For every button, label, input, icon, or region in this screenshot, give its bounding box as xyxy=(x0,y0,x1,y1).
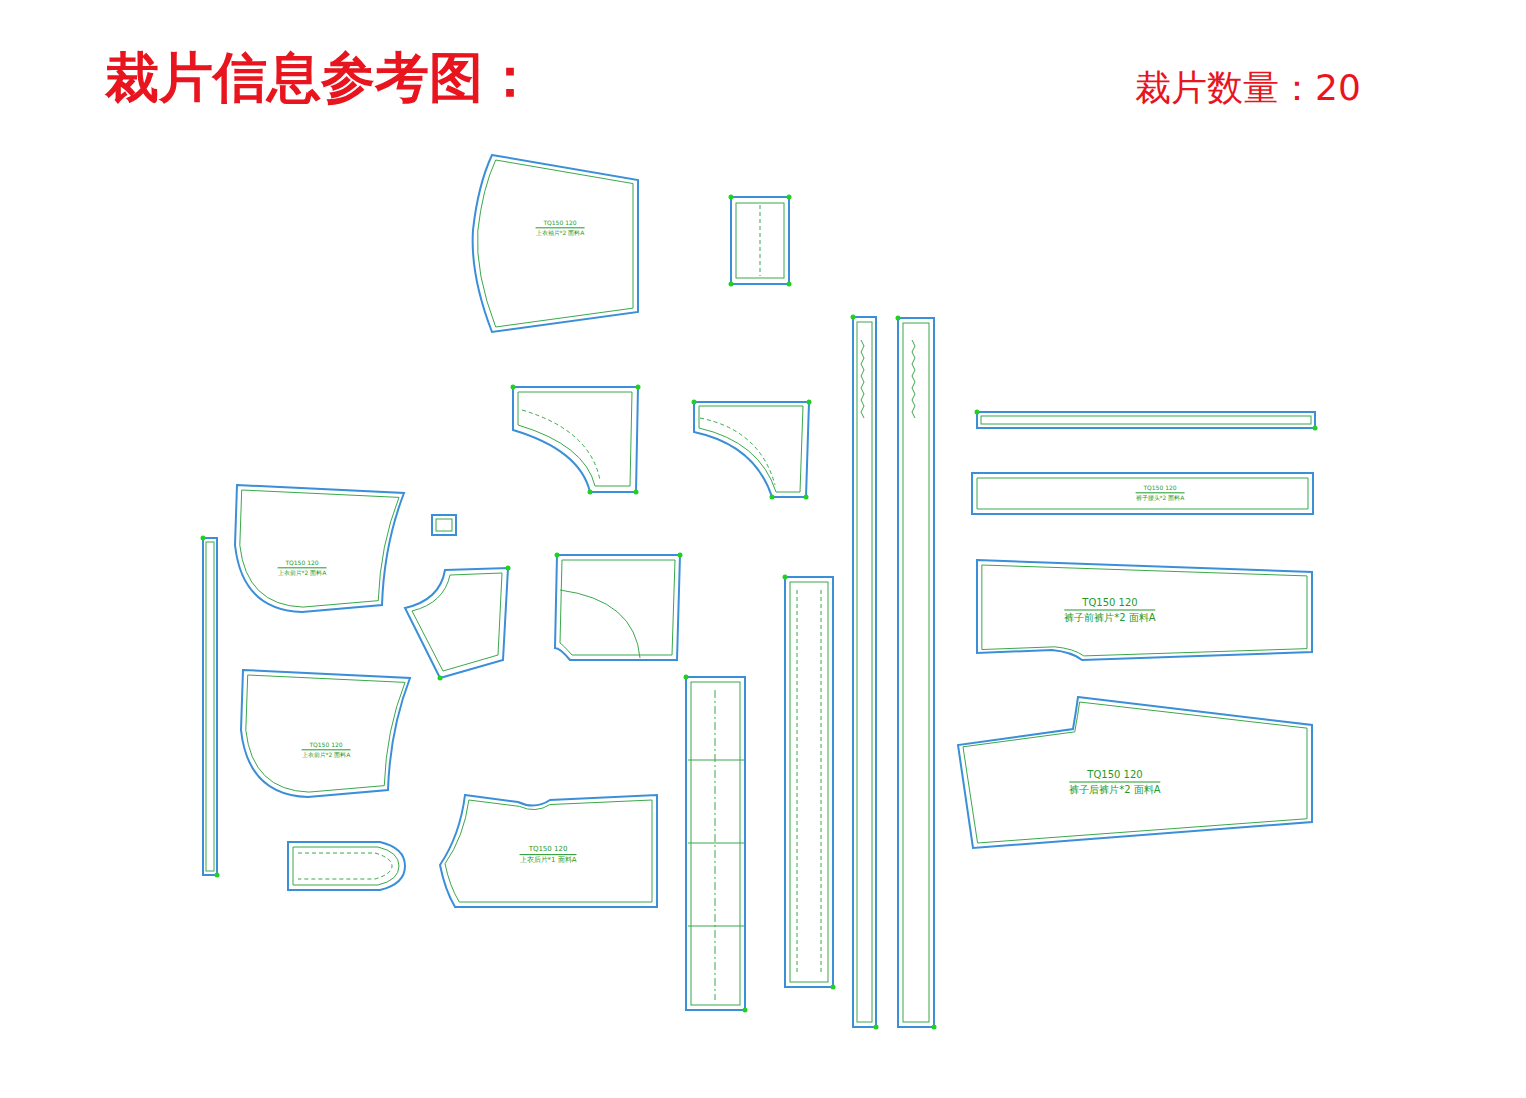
piece-outline xyxy=(238,670,410,798)
pattern-piece xyxy=(432,515,456,535)
pattern-piece: TQ150 120 裤子腰头*2 面料A xyxy=(972,473,1313,514)
pattern-piece xyxy=(977,412,1315,428)
stitch-line xyxy=(560,590,640,658)
piece-count: 裁片数量：20 xyxy=(1135,64,1361,113)
notch-line xyxy=(688,843,744,844)
page-title: 裁片信息参考图： xyxy=(105,42,537,115)
pattern-piece xyxy=(694,402,809,497)
pattern-piece-seam xyxy=(790,582,828,982)
pattern-piece: TQ150 120 上衣袖片*2 面料A xyxy=(470,155,638,332)
pattern-piece xyxy=(686,677,745,1010)
stitch-line xyxy=(700,418,775,485)
pattern-piece-seam xyxy=(903,323,929,1022)
piece-name: 上衣袖片*2 面料A xyxy=(536,230,585,237)
pattern-piece-seam xyxy=(206,542,214,871)
grain-line xyxy=(760,205,761,276)
stitch-line xyxy=(298,853,392,879)
pattern-piece: TQ150 120裤子前裤片*2 面料A xyxy=(972,560,1312,670)
pattern-piece-seam xyxy=(857,322,872,1022)
piece-label: TQ150 120 上衣后片*1 面料A xyxy=(520,845,577,865)
notch-line xyxy=(688,926,744,927)
fabric-code: TQ150 120 xyxy=(1136,484,1185,493)
fabric-code: TQ150 120 xyxy=(302,741,351,750)
piece-name: 上衣前片*2 面料A xyxy=(278,570,327,577)
pattern-piece xyxy=(898,318,934,1027)
pattern-piece xyxy=(203,538,217,875)
zigzag-mark xyxy=(912,340,915,418)
fabric-code: TQ150 120 xyxy=(1069,769,1160,783)
piece-label: TQ150 120 上衣前片*2 面料A xyxy=(302,741,351,758)
piece-name: 裤子前裤片*2 面料A xyxy=(1064,612,1155,624)
pattern-piece-seam xyxy=(699,406,803,492)
pattern-piece-seam xyxy=(560,560,675,655)
pattern-piece xyxy=(853,317,876,1027)
zigzag-mark xyxy=(861,340,864,418)
piece-name: 上衣后片*1 面料A xyxy=(520,857,577,865)
fabric-code: TQ150 120 xyxy=(536,219,585,228)
piece-label: TQ150 120裤子前裤片*2 面料A xyxy=(1064,597,1155,624)
piece-name: 裤子后裤片*2 面料A xyxy=(1069,784,1160,796)
stitch-line xyxy=(821,590,822,975)
piece-outline xyxy=(232,485,404,613)
fold-line xyxy=(715,690,716,1000)
pattern-piece xyxy=(555,555,680,660)
pattern-piece xyxy=(288,842,405,890)
stitch-line xyxy=(522,410,600,480)
fabric-code: TQ150 120 xyxy=(278,559,327,568)
fabric-code: TQ150 120 xyxy=(520,845,577,855)
pattern-piece: TQ150 120 上衣前片*2 面料A xyxy=(232,485,404,613)
piece-name: 上衣前片*2 面料A xyxy=(302,752,351,759)
piece-label: TQ150 120 上衣前片*2 面料A xyxy=(278,559,327,576)
pattern-piece-seam xyxy=(981,416,1311,424)
pattern-piece xyxy=(405,568,508,678)
piece-label: TQ150 120 上衣袖片*2 面料A xyxy=(536,219,585,236)
pattern-piece: TQ150 120 上衣后片*1 面料A xyxy=(440,795,657,907)
piece-outline xyxy=(470,155,638,332)
piece-label: TQ150 120裤子后裤片*2 面料A xyxy=(1069,769,1160,796)
pattern-piece-seam xyxy=(293,847,399,885)
piece-outline xyxy=(972,473,1313,514)
pattern-piece xyxy=(731,197,789,284)
pattern-piece: TQ150 120 上衣前片*2 面料A xyxy=(238,670,410,798)
pattern-piece-seam xyxy=(412,573,502,671)
pattern-piece-seam xyxy=(518,392,632,486)
fabric-code: TQ150 120 xyxy=(1064,597,1155,611)
pattern-piece-seam xyxy=(436,519,452,531)
corner-points xyxy=(201,195,1318,1030)
stitch-line xyxy=(797,590,798,975)
pattern-piece xyxy=(785,577,833,987)
pattern-piece-seam xyxy=(736,203,784,278)
notch-line xyxy=(688,760,744,761)
piece-label: TQ150 120 裤子腰头*2 面料A xyxy=(1136,484,1185,501)
pattern-piece xyxy=(513,387,638,492)
pattern-piece: TQ150 120裤子后裤片*2 面料A xyxy=(958,697,1312,848)
piece-name: 裤子腰头*2 面料A xyxy=(1136,495,1185,502)
